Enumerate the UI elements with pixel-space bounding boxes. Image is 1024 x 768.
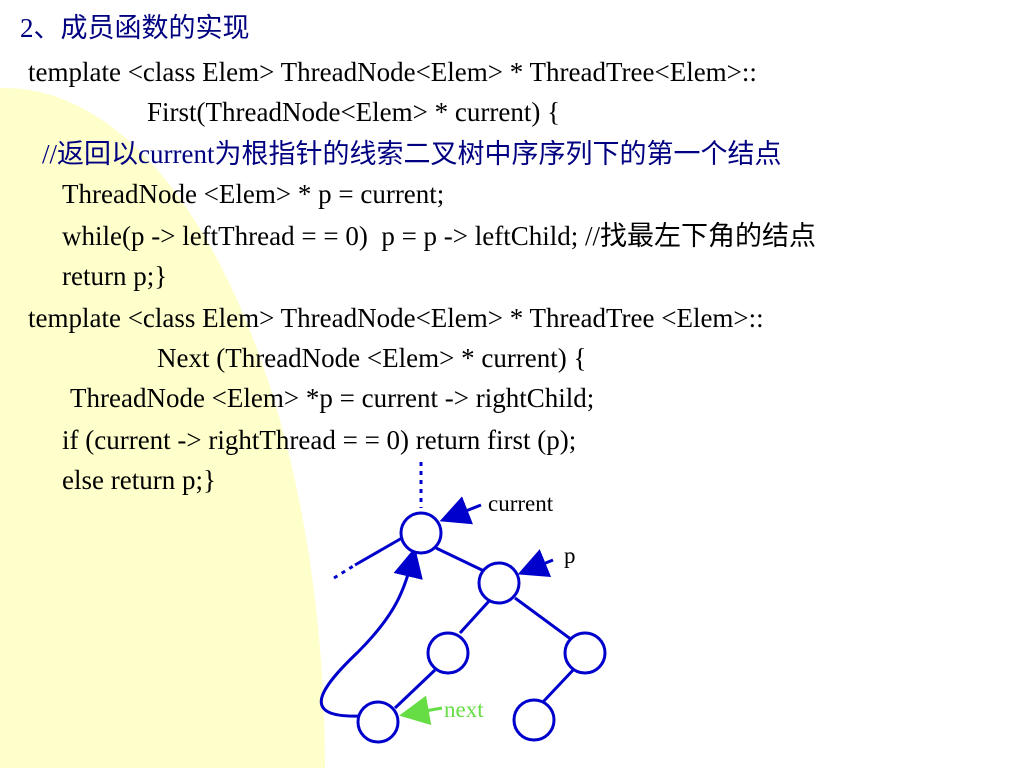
left-branch-dotted: [333, 563, 356, 580]
slide-title: 2、成员函数的实现: [20, 13, 250, 43]
code-line-3: //返回以current为根指针的线索二叉树中序序列下的第一个结点: [42, 139, 782, 169]
current-pointer-arrow: [439, 496, 482, 525]
edge-p-right: [514, 596, 573, 642]
code-line-2: First(ThreadNode<Elem> * current) {: [147, 97, 561, 127]
node-current: [399, 511, 443, 555]
edge-right-leaf: [540, 666, 577, 705]
code-line-5: while(p -> leftThread = = 0) p = p -> le…: [62, 221, 817, 251]
node-next: [356, 700, 400, 744]
code-line-6: return p;}: [62, 261, 168, 291]
node-left-child: [426, 631, 470, 675]
code-line-4: ThreadNode <Elem> * p = current;: [62, 179, 445, 209]
label-p: p: [564, 543, 576, 568]
code-line-9: ThreadNode <Elem> *p = current -> rightC…: [70, 383, 595, 413]
label-next: next: [444, 697, 484, 722]
code-line-7: template <class Elem> ThreadNode<Elem> *…: [28, 303, 764, 333]
code-line-1: template <class Elem> ThreadNode<Elem> *…: [28, 57, 757, 87]
code-line-10: if (current -> rightThread = = 0) return…: [62, 425, 577, 455]
node-p: [477, 561, 521, 605]
code-line-8: Next (ThreadNode <Elem> * current) {: [157, 343, 587, 373]
thread-arrow: [319, 547, 423, 718]
node-right-leaf: [512, 698, 556, 742]
node-right-child: [563, 631, 607, 675]
code-line-11: else return p;}: [62, 465, 216, 495]
edge-p-left: [458, 598, 492, 635]
label-current: current: [488, 491, 554, 516]
p-pointer-arrow: [517, 549, 554, 577]
edge-current-left: [354, 536, 403, 567]
edge-left-leaf: [393, 668, 437, 710]
edge-current-p: [435, 546, 485, 573]
next-pointer-arrow: [399, 695, 443, 726]
